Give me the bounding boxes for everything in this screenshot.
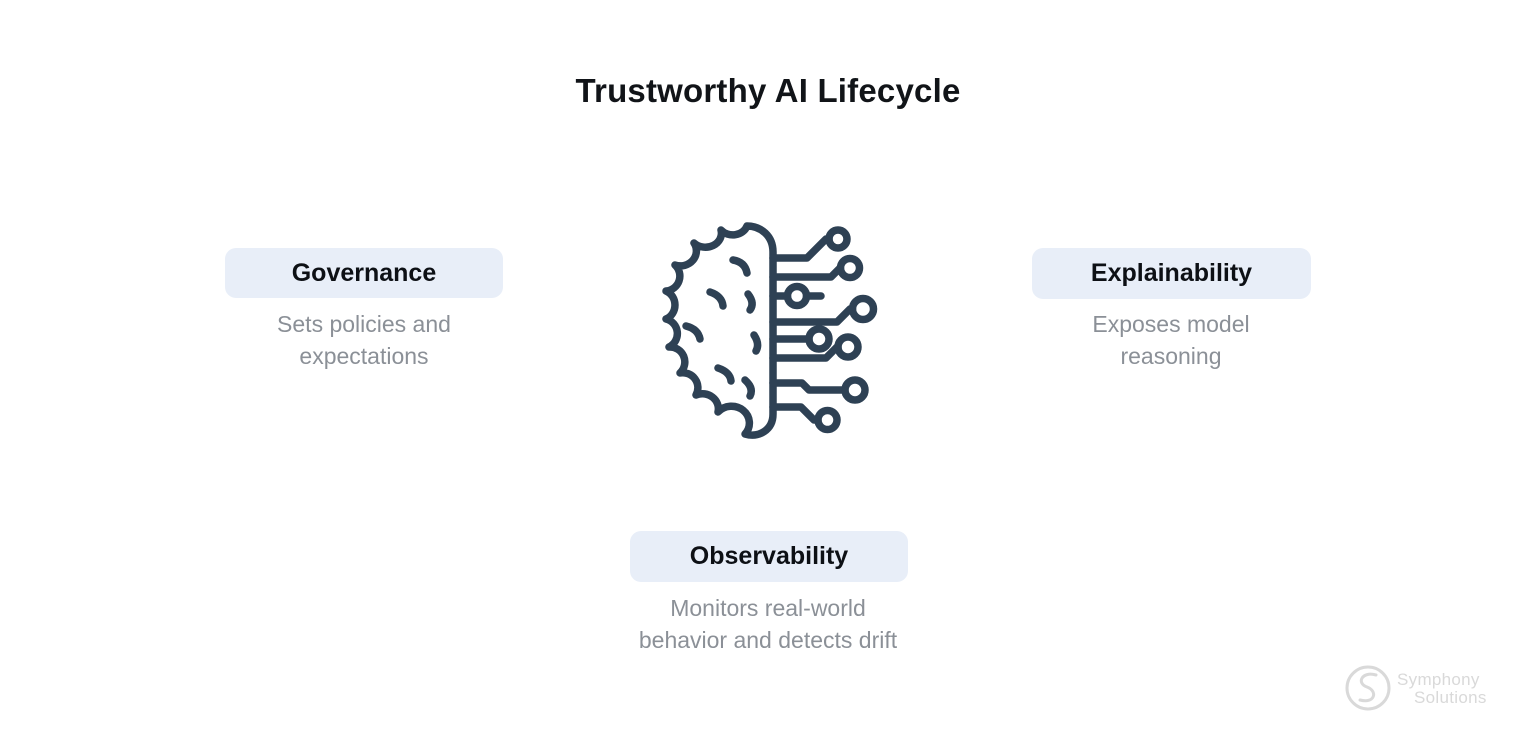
observability-description-line: Monitors real-world — [670, 595, 866, 621]
symphony-solutions-logo-icon — [1344, 664, 1392, 717]
observability-pill: Observability — [630, 531, 908, 582]
watermark-line2: Solutions — [1414, 688, 1487, 707]
governance-pill: Governance — [225, 248, 503, 298]
explainability-description: Exposes model reasoning — [1021, 308, 1321, 372]
governance-description: Sets policies and expectations — [214, 308, 514, 372]
observability-label: Observability — [689, 542, 849, 570]
governance-description-line: expectations — [299, 343, 429, 369]
diagram-title: Trustworthy AI Lifecycle — [575, 72, 961, 109]
governance-label: Governance — [291, 258, 437, 287]
watermark-line1: Symphony — [1397, 670, 1480, 689]
watermark-text: Symphony Solutions — [1397, 671, 1487, 707]
symphony-solutions-watermark: Symphony Solutions — [1344, 664, 1487, 717]
explainability-description-line: reasoning — [1120, 343, 1222, 369]
explainability-pill: Explainability — [1032, 248, 1311, 299]
observability-description: Monitors real-world behavior and detects… — [593, 592, 943, 656]
governance-description-line: Sets policies and — [277, 311, 451, 337]
explainability-description-line: Exposes model — [1092, 311, 1250, 337]
ai-brain-circuit-icon — [655, 222, 881, 450]
observability-description-line: behavior and detects drift — [638, 627, 898, 653]
explainability-label: Explainability — [1090, 259, 1253, 287]
